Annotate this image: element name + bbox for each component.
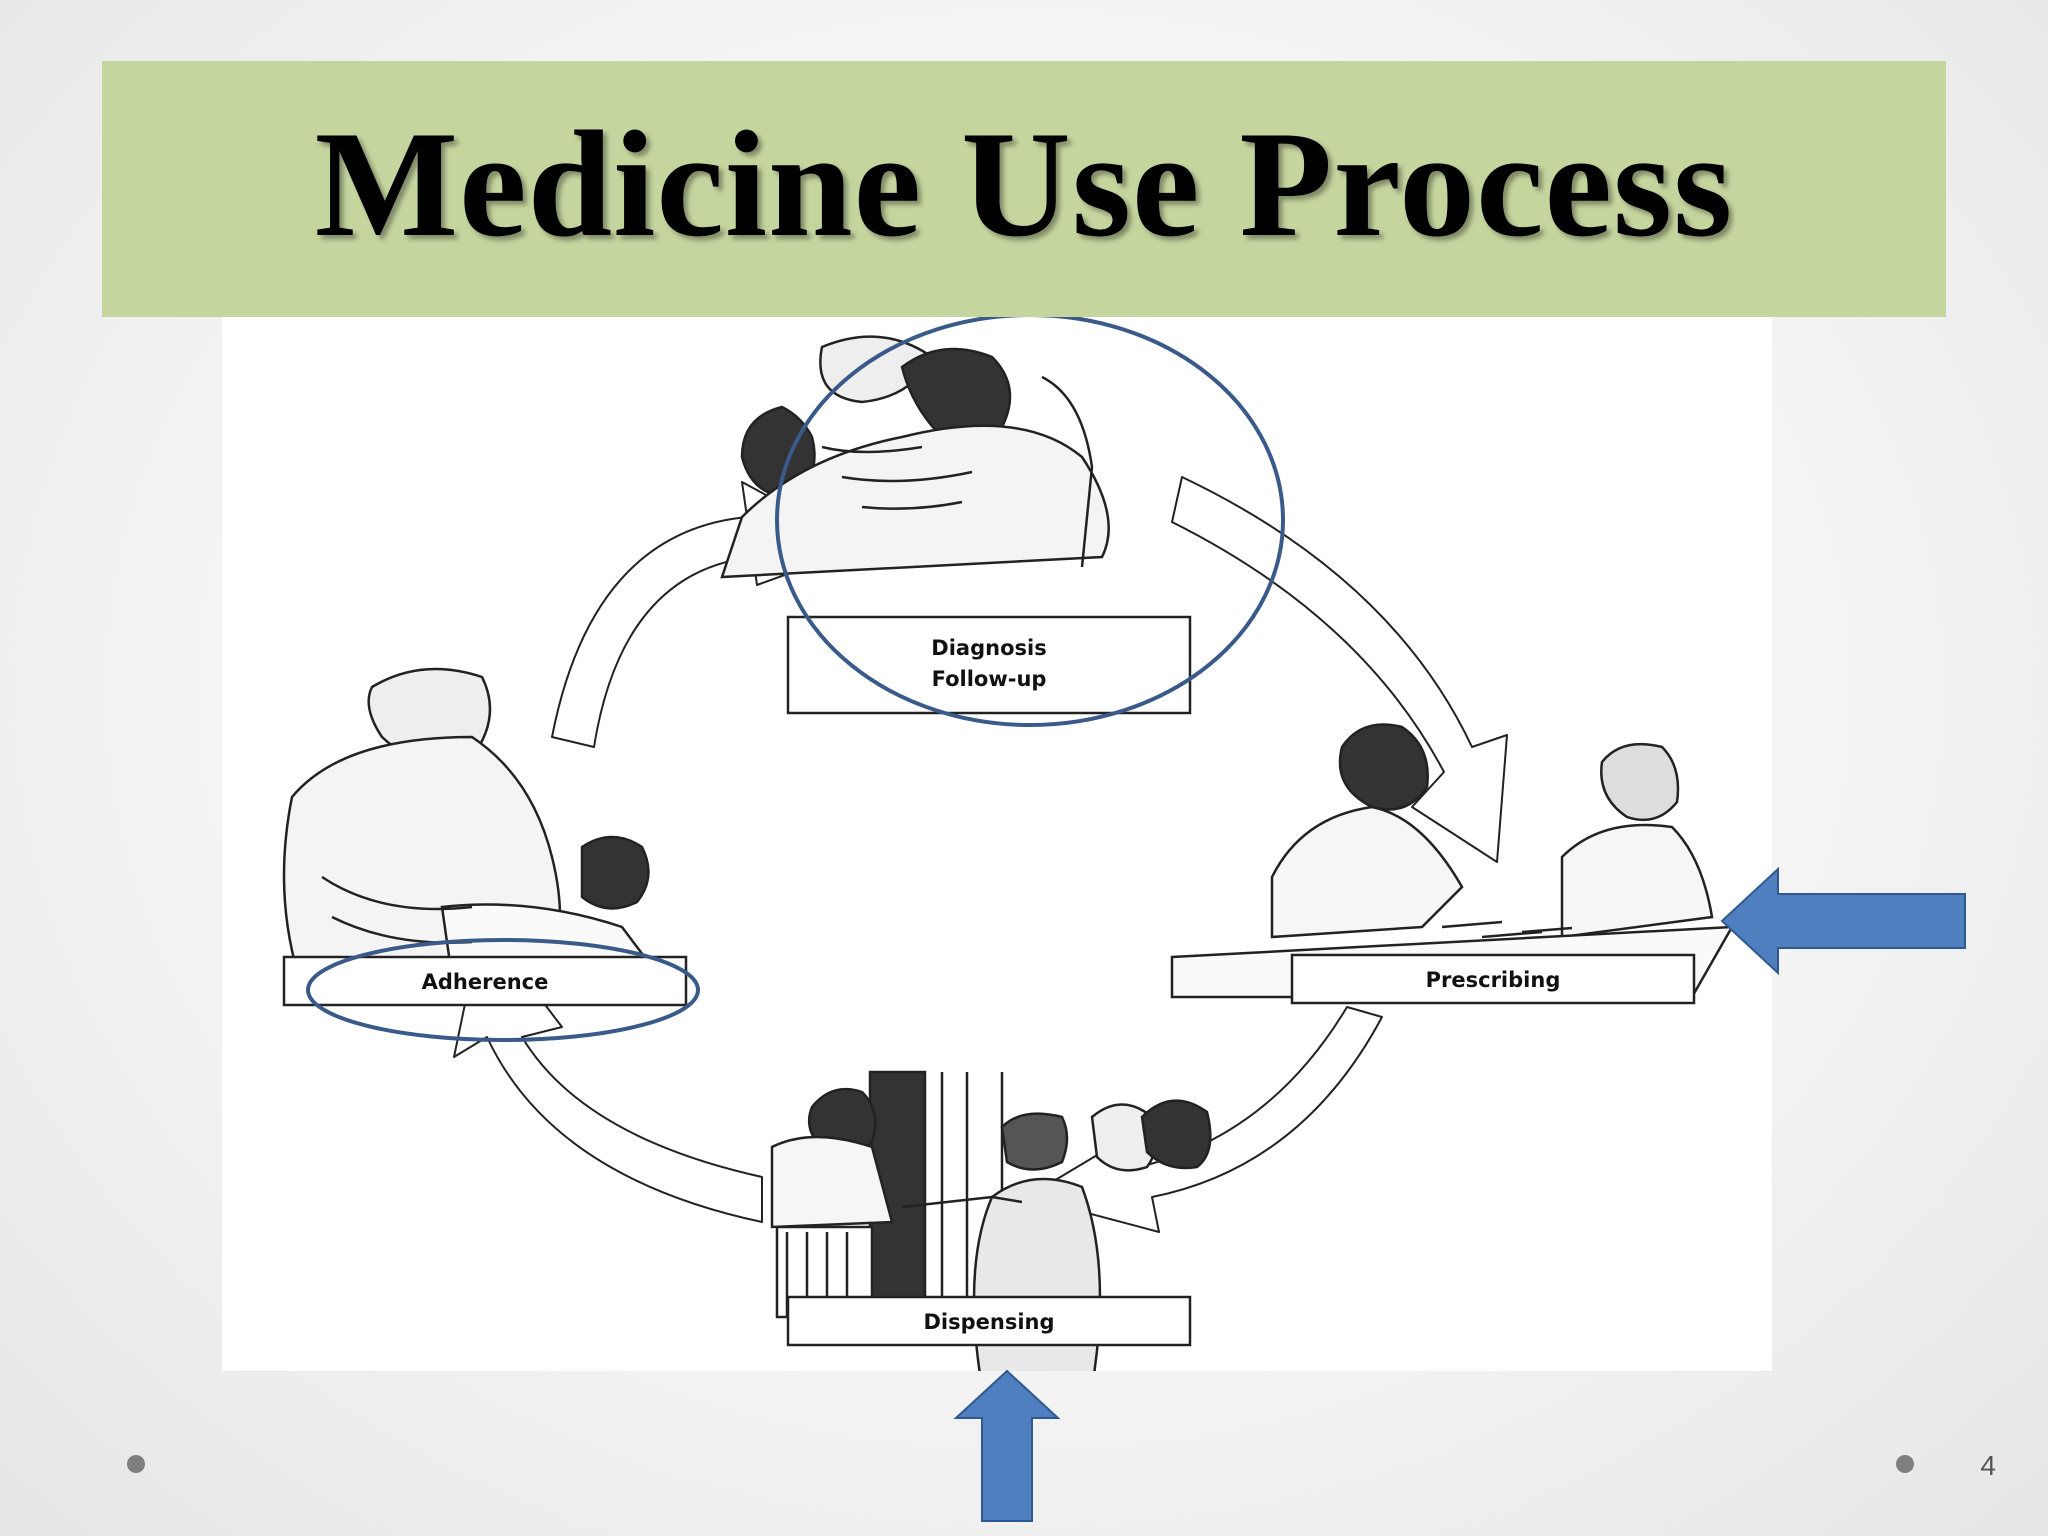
slide-bullet-right bbox=[1896, 1455, 1914, 1473]
adherence-label: Adherence bbox=[422, 970, 549, 994]
slide-bullet-left bbox=[127, 1455, 145, 1473]
prescribing-label-box: Prescribing bbox=[1290, 953, 1696, 1005]
diagnosis-label-box: Diagnosis Follow-up bbox=[786, 615, 1192, 715]
cycle-diagram-svg: Diagnosis Follow-up Prescribing bbox=[282, 317, 1735, 1371]
dispensing-pointer-arrow bbox=[953, 1369, 1061, 1522]
page-number: 4 bbox=[1980, 1450, 1996, 1481]
dispensing-label: Dispensing bbox=[923, 1310, 1054, 1334]
cycle-arrow-diagnosis-to-prescribing bbox=[1171, 476, 1508, 863]
prescribing-label: Prescribing bbox=[1426, 968, 1561, 992]
medicine-use-cycle-illustration: Diagnosis Follow-up Prescribing bbox=[222, 317, 1772, 1371]
adherence-label-box: Adherence bbox=[282, 955, 688, 1007]
slide-title: Medicine Use Process bbox=[314, 100, 1734, 268]
diagnosis-scene bbox=[720, 335, 1110, 579]
dispensing-label-box: Dispensing bbox=[786, 1295, 1192, 1347]
diagnosis-label-line2: Follow-up bbox=[932, 667, 1047, 691]
prescribing-pointer-arrow bbox=[1720, 866, 1966, 976]
adherence-highlight-ellipse bbox=[306, 938, 700, 1042]
title-bar: Medicine Use Process bbox=[102, 61, 1946, 317]
diagnosis-label-line1: Diagnosis bbox=[931, 636, 1046, 660]
diagnosis-highlight-circle bbox=[775, 317, 1285, 727]
